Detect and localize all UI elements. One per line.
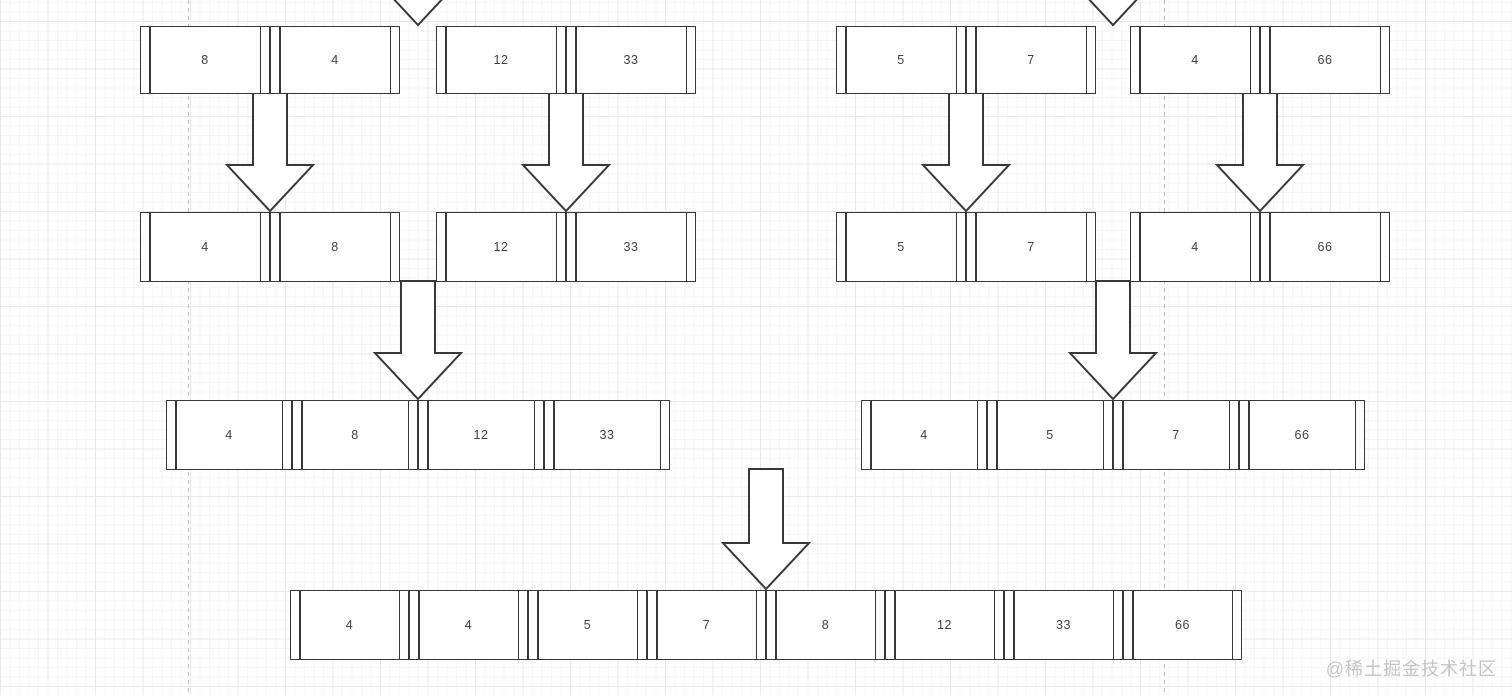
- array-cell: 5: [528, 590, 647, 660]
- array-cell: 4: [409, 590, 528, 660]
- array-box-l2-d: 4 66: [1130, 212, 1390, 282]
- cell-value: 12: [937, 618, 952, 632]
- array-cell: 4: [1130, 26, 1260, 94]
- cell-value: 7: [1027, 240, 1035, 254]
- merge-arrow-right: [1067, 280, 1159, 401]
- cell-value: 4: [920, 428, 928, 442]
- array-cell: 66: [1239, 400, 1365, 470]
- sort-arrow-1: [224, 92, 316, 213]
- merge-arrow-left: [372, 280, 464, 401]
- cell-value: 66: [1175, 618, 1190, 632]
- final-merge-arrow: [720, 468, 812, 591]
- array-cell: 4: [166, 400, 292, 470]
- cell-value: 8: [351, 428, 359, 442]
- array-cell: 12: [418, 400, 544, 470]
- cell-value: 8: [821, 618, 830, 632]
- split-arrow-top-right-partial: [1088, 0, 1138, 27]
- cell-value: 33: [623, 53, 639, 67]
- cell-value: 66: [1294, 428, 1310, 442]
- cell-value: 5: [897, 240, 905, 254]
- array-cell: 33: [566, 26, 696, 94]
- array-cell: 7: [966, 212, 1096, 282]
- array-cell: 12: [885, 590, 1004, 660]
- cell-value: 66: [1317, 240, 1333, 254]
- array-box-l4-sorted: 4 4 5 7 8 12 33 66: [290, 590, 1242, 660]
- array-cell: 8: [270, 212, 400, 282]
- cell-value: 4: [1191, 240, 1199, 254]
- array-box-l2-c: 5 7: [836, 212, 1096, 282]
- cell-value: 4: [345, 618, 354, 632]
- array-box-l1-d: 4 66: [1130, 26, 1390, 94]
- array-cell: 7: [1113, 400, 1239, 470]
- sort-arrow-3: [920, 92, 1012, 213]
- cell-value: 33: [623, 240, 639, 254]
- array-cell: 8: [292, 400, 418, 470]
- array-cell: 8: [766, 590, 885, 660]
- juejin-watermark: @稀土掘金技术社区: [1325, 659, 1497, 679]
- cell-value: 5: [897, 53, 905, 67]
- sort-arrow-2: [520, 92, 612, 213]
- array-cell: 66: [1260, 212, 1390, 282]
- array-cell: 7: [647, 590, 766, 660]
- cell-value: 4: [1191, 53, 1199, 67]
- array-cell: 4: [270, 26, 400, 94]
- cell-value: 33: [599, 428, 615, 442]
- sort-arrow-4: [1214, 92, 1306, 213]
- array-cell: 5: [836, 26, 966, 94]
- array-cell: 5: [987, 400, 1113, 470]
- cell-value: 7: [702, 618, 711, 632]
- cell-value: 8: [331, 240, 339, 254]
- cell-value: 4: [331, 53, 339, 67]
- array-box-l2-a: 4 8: [140, 212, 400, 282]
- cell-value: 12: [493, 240, 509, 254]
- cell-value: 7: [1027, 53, 1035, 67]
- cell-value: 66: [1317, 53, 1333, 67]
- array-cell: 33: [544, 400, 670, 470]
- cell-value: 7: [1172, 428, 1180, 442]
- array-cell: 8: [140, 26, 270, 94]
- array-box-l1-c: 5 7: [836, 26, 1096, 94]
- cell-value: 4: [464, 618, 473, 632]
- array-cell: 66: [1123, 590, 1242, 660]
- cell-value: 33: [1056, 618, 1071, 632]
- cell-value: 4: [201, 240, 209, 254]
- array-box-l3-left: 4 8 12 33: [166, 400, 670, 470]
- split-arrow-top-left-partial: [393, 0, 443, 27]
- cell-value: 12: [473, 428, 489, 442]
- cell-value: 8: [201, 53, 209, 67]
- array-cell: 33: [1004, 590, 1123, 660]
- array-cell: 4: [290, 590, 409, 660]
- array-cell: 12: [436, 212, 566, 282]
- array-cell: 4: [1130, 212, 1260, 282]
- array-box-l1-b: 12 33: [436, 26, 696, 94]
- array-box-l1-a: 8 4: [140, 26, 400, 94]
- array-cell: 66: [1260, 26, 1390, 94]
- array-cell: 4: [140, 212, 270, 282]
- array-cell: 4: [861, 400, 987, 470]
- array-cell: 7: [966, 26, 1096, 94]
- cell-value: 5: [583, 618, 592, 632]
- array-box-l2-b: 12 33: [436, 212, 696, 282]
- array-cell: 5: [836, 212, 966, 282]
- array-box-l3-right: 4 5 7 66: [861, 400, 1365, 470]
- array-cell: 33: [566, 212, 696, 282]
- cell-value: 4: [225, 428, 233, 442]
- array-cell: 12: [436, 26, 566, 94]
- cell-value: 12: [493, 53, 509, 67]
- cell-value: 5: [1046, 428, 1054, 442]
